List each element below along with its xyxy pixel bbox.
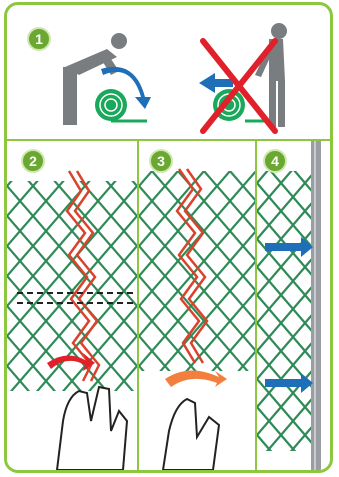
step-1-illustration <box>7 5 330 139</box>
step-4-panel: 4 <box>257 141 330 470</box>
step-2-badge: 2 <box>21 149 45 173</box>
step-2-panel: 2 <box>7 141 137 470</box>
hands-icon <box>57 387 127 470</box>
step-4-badge: 4 <box>263 149 287 173</box>
step-4-illustration <box>257 141 330 470</box>
hand-icon <box>163 399 219 470</box>
instruction-frame: 1 <box>4 2 333 473</box>
step-3-badge: 3 <box>149 149 173 173</box>
step-1-badge: 1 <box>27 27 51 51</box>
step-1-panel: 1 <box>7 5 330 139</box>
step-3-illustration <box>139 141 255 470</box>
rotate-arrow-icon <box>165 370 227 387</box>
fence-roll-icon <box>95 89 147 121</box>
step-2-illustration <box>7 141 137 470</box>
step-3-panel: 3 <box>139 141 255 470</box>
